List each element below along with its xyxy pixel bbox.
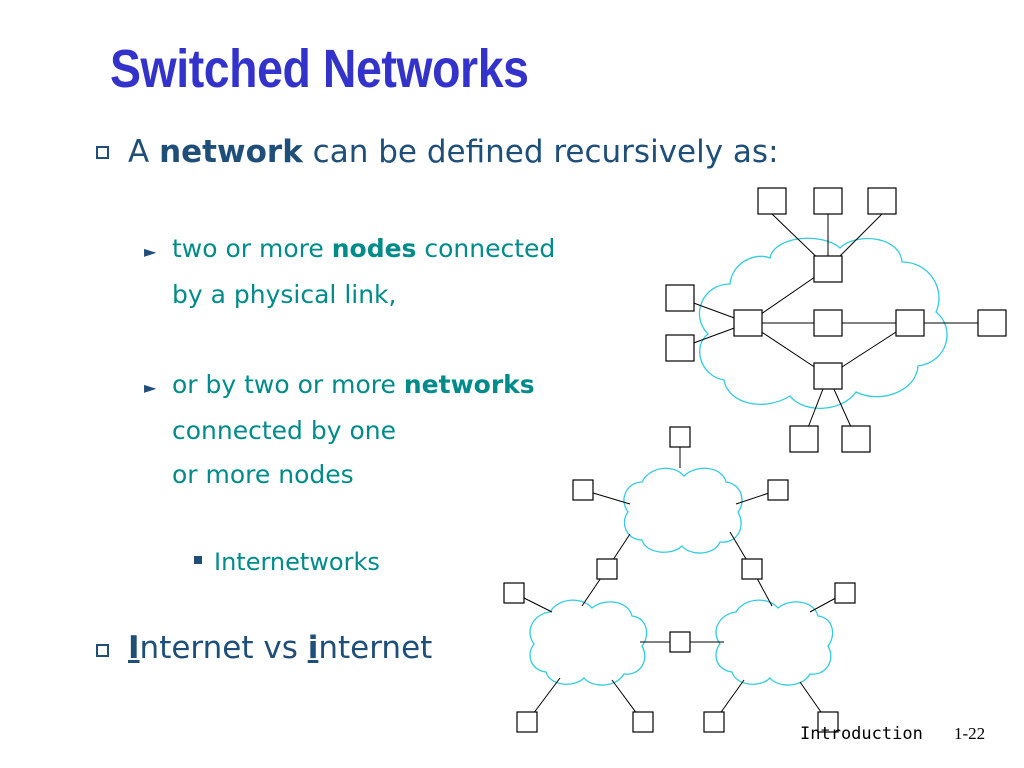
sub-sub-bullet-internetworks: Internetworks	[214, 548, 380, 576]
triangle-bullet-icon: ►	[144, 242, 157, 261]
bullet1-post: can be defined recursively as:	[302, 134, 779, 170]
sub-bullet-networks: or by two or more networks	[172, 370, 535, 399]
node-box	[977, 309, 1007, 337]
node-box	[813, 255, 843, 283]
node-box	[867, 187, 897, 215]
filled-square-bullet-icon	[194, 556, 202, 564]
hollow-square-bullet-icon	[96, 644, 109, 657]
node-box	[516, 711, 538, 733]
bullet-internet-vs-internet: Internet vs internet	[128, 630, 432, 666]
footer-section-label: Introduction	[800, 724, 923, 744]
node-box	[757, 187, 787, 215]
node-box	[813, 362, 843, 390]
bullet1-pre: A	[128, 134, 160, 170]
bullet2-cap2: i	[307, 630, 319, 666]
hollow-square-bullet-icon	[96, 146, 109, 159]
sub-bullet-networks-line3: or more nodes	[172, 460, 354, 489]
node-box	[596, 558, 618, 580]
sub1-bold: nodes	[331, 234, 417, 263]
node-box	[703, 711, 725, 733]
node-box	[669, 631, 691, 653]
sub-bullet-nodes-line2: by a physical link,	[172, 280, 397, 309]
footer-page-number: 1-22	[954, 724, 986, 743]
node-box	[834, 582, 856, 604]
sub1-post: connected	[416, 234, 556, 263]
bullet2-mid: nternet vs	[139, 630, 308, 666]
node-box	[895, 309, 925, 337]
node-box	[733, 309, 763, 337]
node-box	[841, 425, 871, 453]
network-cloud	[715, 599, 834, 686]
network-cloud	[529, 599, 648, 686]
network-cloud	[623, 467, 743, 554]
sub-bullet-nodes: two or more nodes connected	[172, 234, 555, 263]
bullet2-cap1: I	[128, 630, 140, 666]
bullet2-end: nternet	[318, 630, 433, 666]
sub2-bold: networks	[403, 370, 535, 399]
node-box	[572, 479, 594, 501]
node-box	[632, 711, 654, 733]
node-box	[817, 711, 839, 733]
node-box	[813, 187, 843, 215]
bullet1-bold: network	[159, 134, 303, 170]
bullet-network-definition: A network can be defined recursively as:	[128, 134, 779, 170]
node-box	[789, 425, 819, 453]
node-box	[665, 334, 695, 362]
triangle-bullet-icon: ►	[144, 378, 157, 397]
node-box	[665, 284, 695, 312]
node-box	[503, 582, 525, 604]
node-box	[741, 558, 763, 580]
node-box	[813, 309, 843, 337]
node-box	[767, 479, 789, 501]
slide-title: Switched Networks	[110, 39, 529, 99]
sub1-pre: two or more	[172, 234, 332, 263]
sub2-pre: or by two or more	[172, 370, 404, 399]
node-box	[669, 426, 691, 448]
sub-bullet-networks-line2: connected by one	[172, 416, 396, 445]
